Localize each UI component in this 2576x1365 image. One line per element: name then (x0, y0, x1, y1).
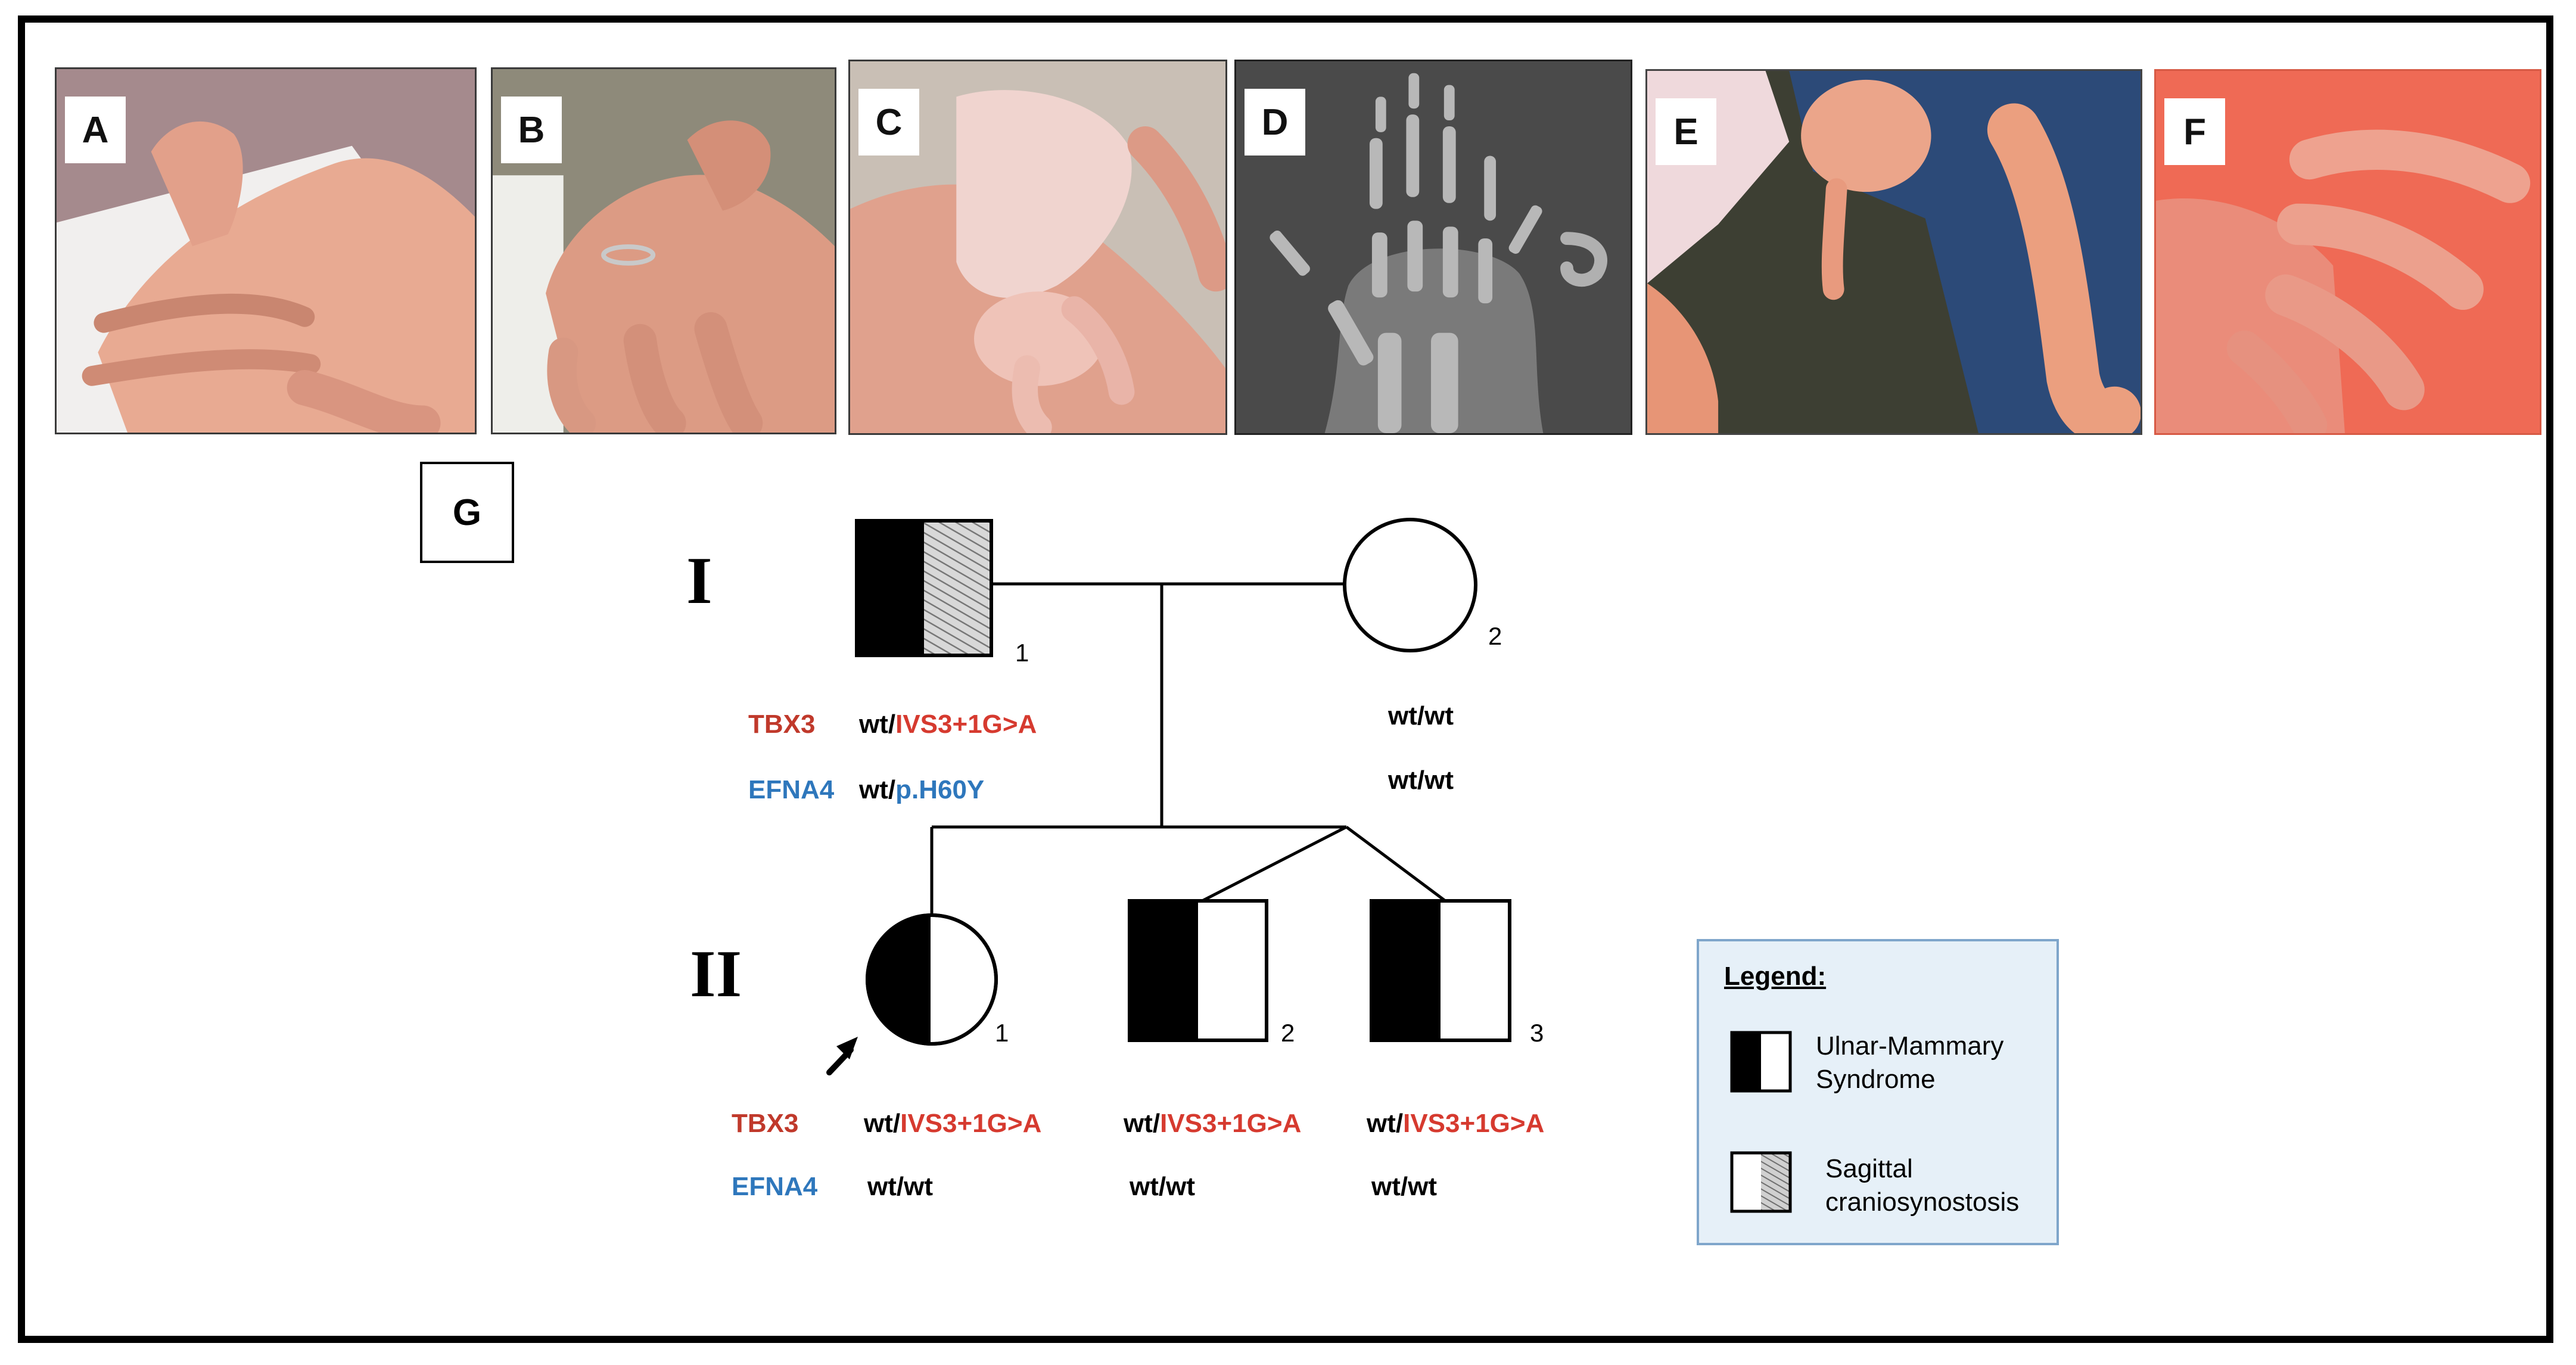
panel-label-b: B (501, 97, 562, 163)
individual-number-ii-1: 1 (995, 1019, 1009, 1047)
gene-label-tbx3-i: TBX3 (748, 710, 815, 739)
pedigree-lines (930, 582, 1446, 915)
individual-number-i-1: 1 (1015, 639, 1029, 667)
genotype-efna4-i-1: wt/p.H60Y (858, 775, 984, 804)
panel-label-f: F (2164, 98, 2225, 165)
xray-photo-d (1236, 61, 1631, 433)
panel-label-c: C (858, 89, 919, 156)
legend-title: Legend: (1724, 962, 1827, 991)
photo-panel-b: B (491, 67, 836, 434)
legend-label-sagittal-line1: Sagittal (1825, 1154, 1913, 1183)
gene-label-tbx3-ii: TBX3 (732, 1109, 798, 1138)
gene-label-efna4-ii: EFNA4 (732, 1172, 818, 1201)
legend-label-ulnar-mammary-line2: Syndrome (1816, 1065, 1936, 1094)
genotype-tbx3-i-1: wt/IVS3+1G>A (858, 710, 1037, 739)
legend-box: Legend: Ulnar-Mammary Syndrome Sagittal … (1697, 939, 2059, 1245)
legend-label-sagittal-line2: craniosynostosis (1825, 1187, 2020, 1217)
individual-number-ii-3: 3 (1530, 1019, 1544, 1047)
panel-label-g: G (420, 462, 514, 563)
photo-panel-d: D (1234, 60, 1632, 435)
individual-i-2 (1343, 518, 1477, 652)
genotype-efna4-ii-3: wt/wt (1371, 1172, 1437, 1201)
legend-label-ulnar-mammary-line1: Ulnar-Mammary (1816, 1031, 2004, 1061)
genotype-tbx3-ii-2: wt/IVS3+1G>A (1123, 1109, 1301, 1138)
genotype-efna4-ii-1: wt/wt (867, 1172, 933, 1201)
legend-label-ulnar-mammary: Ulnar-Mammary Syndrome (1816, 1030, 2003, 1096)
photo-panel-f: F (2154, 69, 2541, 435)
legend-symbol-sagittal-craniosynostosis (1730, 1151, 1792, 1213)
legend-symbol-ulnar-mammary (1730, 1031, 1792, 1093)
individual-ii-2 (1128, 899, 1268, 1042)
panel-label-a: A (65, 97, 126, 163)
individual-number-i-2: 2 (1488, 622, 1502, 650)
individual-ii-1 (866, 913, 998, 1046)
proband-arrow (826, 1037, 858, 1075)
panel-label-e: E (1656, 98, 1716, 165)
individual-number-ii-2: 2 (1281, 1019, 1295, 1047)
gene-label-efna4-i: EFNA4 (748, 775, 835, 804)
individual-i-1 (855, 519, 993, 657)
hand-photo-a (57, 69, 475, 433)
panel-label-d: D (1245, 89, 1305, 156)
photo-panel-a: A (55, 67, 477, 434)
photo-panel-c: C (848, 60, 1227, 435)
hand-photo-e (1647, 71, 2141, 433)
legend-label-sagittal-craniosynostosis: Sagittal craniosynostosis (1825, 1152, 2019, 1219)
genotype-tbx3-ii-1: wt/IVS3+1G>A (863, 1109, 1041, 1138)
genotype-efna4-i-2: wt/wt (1387, 766, 1454, 795)
genotype-efna4-ii-2: wt/wt (1129, 1172, 1195, 1201)
generation-label-i: I (686, 544, 713, 618)
generation-label-ii: II (690, 937, 742, 1011)
genotype-tbx3-i-2: wt/wt (1387, 701, 1454, 730)
genotype-tbx3-ii-3: wt/IVS3+1G>A (1366, 1109, 1544, 1138)
individual-ii-3 (1370, 899, 1511, 1042)
photo-panel-e: E (1645, 69, 2142, 435)
